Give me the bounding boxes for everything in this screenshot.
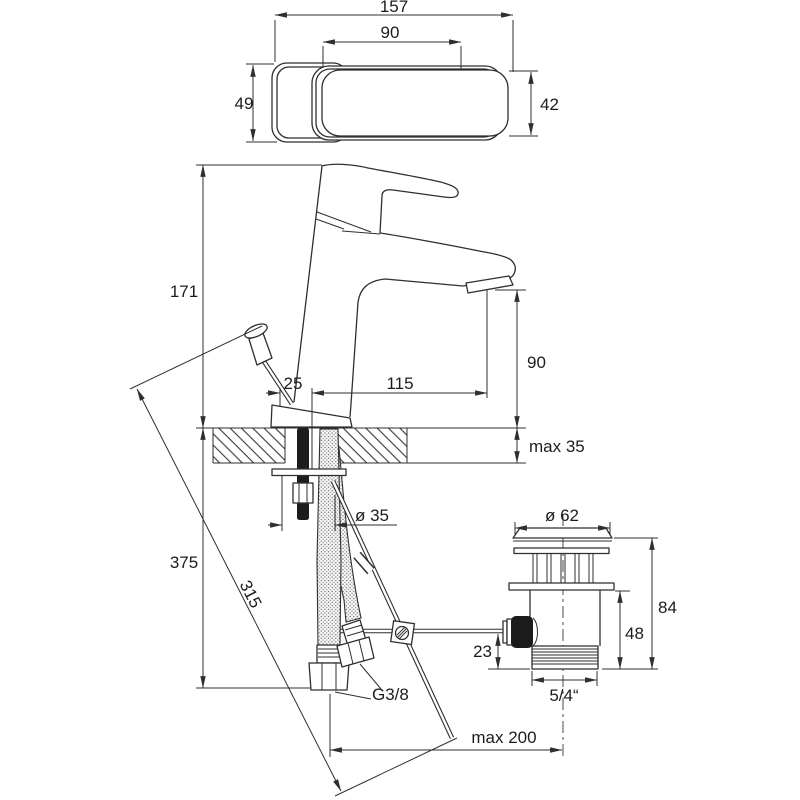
hose-nut-right [336,619,375,668]
drain-thread [531,645,599,670]
dim-bottom-thread: 5/4“ [549,686,579,705]
dim-max-reach: max 200 [471,728,536,747]
dim-rod-height: 23 [473,642,492,661]
dim-rod-drop: 315 [236,577,266,611]
rod-clamp [390,620,416,646]
faucet-body-outline [293,163,517,418]
dim-hose-drop: 375 [170,553,198,572]
dim-waste-body-height: 48 [625,624,644,643]
dim-body-depth: 42 [540,95,559,114]
dim-overall-width: 157 [380,0,408,16]
dim-spout-reach: 115 [386,374,413,393]
top-view: 157 90 49 42 [235,0,559,143]
drain-assembly [502,514,615,757]
drain-cap [512,527,613,539]
dim-base-depth: 49 [235,94,254,113]
dim-rod-offset: 25 [284,374,303,393]
ball-joint [502,616,538,648]
dim-flange-dia: ø 62 [545,506,579,525]
dim-waste-height: 84 [658,598,677,617]
dim-total-height: 171 [170,282,198,301]
aerator [465,275,514,294]
dim-mounting-hole: ø 35 [355,506,389,525]
dim-deck-thickness: max 35 [529,437,585,456]
dimensions-supply: 375 315 G3/8 max 200 [129,325,563,797]
dimensions-drain: ø 62 84 48 23 5/4“ [473,506,677,705]
pop-up-rod-lower [330,480,455,739]
countertop [196,427,526,464]
label-hose-thread: G3/8 [372,685,409,704]
dim-handle-width: 90 [381,23,400,42]
drain-cage [532,554,594,583]
dim-spout-clearance: 90 [527,353,546,372]
